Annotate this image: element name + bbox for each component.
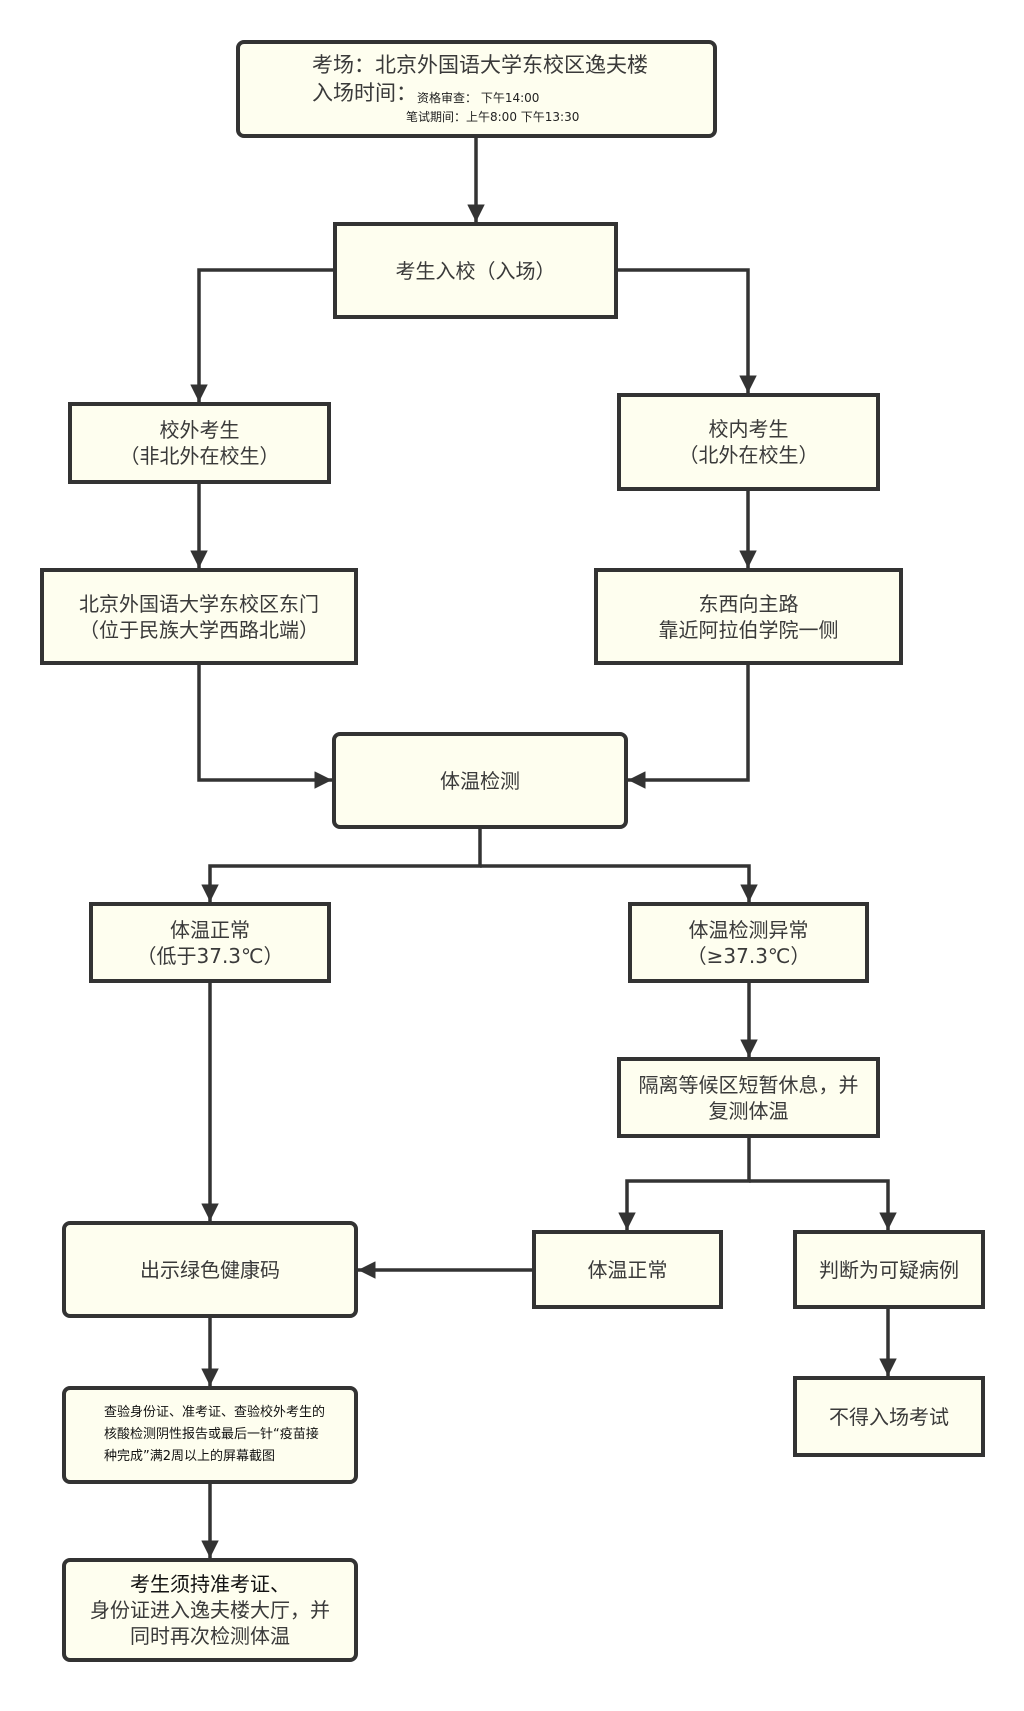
node-temperature-abnormal: 体温检测异常 （≥37.3℃） [628, 902, 869, 983]
node-suspected-case: 判断为可疑病例 [793, 1230, 985, 1309]
edge-isolation-to-suspected [749, 1179, 897, 1230]
node-final-entry: 考生须持准考证、 身份证进入逸夫楼大厅，并 同时再次检测体温 [62, 1558, 358, 1662]
node-text: 不得入场考试 [829, 1404, 949, 1429]
node-text: 身份证进入逸夫楼大厅，并 [90, 1598, 330, 1622]
node-text: 考生入校（入场） [395, 258, 556, 283]
node-exam-venue: 考场：北京外国语大学东校区逸夫楼 入场时间： 资格审查： 下午14:00 笔试期… [236, 40, 717, 138]
node-text: （北外在校生） [678, 443, 819, 467]
node-text: 东西向主路 [698, 591, 799, 616]
exam-period-time: 笔试期间：上午8:00 下午13:30 [406, 110, 580, 124]
node-text: （低于37.3℃） [136, 943, 284, 968]
node-internal-candidates: 校内考生 （北外在校生） [617, 393, 880, 491]
node-show-health-code: 出示绿色健康码 [62, 1221, 358, 1318]
node-text: 体温正常 [587, 1257, 668, 1282]
node-isolation-retest: 隔离等候区短暂休息，并 复测体温 [617, 1057, 880, 1138]
node-text: （非北外在校生） [119, 444, 280, 468]
node-text: 同时再次检测体温 [130, 1624, 290, 1648]
node-temperature-check: 体温检测 [332, 732, 628, 829]
edge-tempcheck-to-normal [201, 829, 482, 902]
node-entry-denied: 不得入场考试 [793, 1376, 985, 1457]
node-text: 核酸检测阴性报告或最后一针“疫苗接 [104, 1427, 319, 1442]
qualification-time: 资格审查： 下午14:00 [417, 91, 540, 105]
node-retest-normal: 体温正常 [532, 1230, 723, 1309]
node-main-road: 东西向主路 靠近阿拉伯学院一侧 [594, 568, 903, 665]
edge-enter-to-external [190, 268, 333, 402]
node-text: （≥37.3℃） [686, 943, 811, 968]
node-text: 考生须持准考证、 [130, 1572, 290, 1596]
node-text: 查验身份证、准考证、查验校外考生的 [104, 1405, 326, 1420]
node-verify-documents: 查验身份证、准考证、查验校外考生的 核酸检测阴性报告或最后一针“疫苗接 种完成”… [62, 1386, 358, 1484]
node-external-candidates: 校外考生 （非北外在校生） [68, 402, 331, 484]
node-text: 靠近阿拉伯学院一侧 [658, 617, 839, 642]
edge-mainroad-to-tempcheck [628, 665, 750, 789]
node-east-gate: 北京外国语大学东校区东门 （位于民族大学西路北端） [40, 568, 358, 665]
node-text: 体温检测异常 [688, 917, 809, 942]
node-text: （位于民族大学西路北端） [79, 617, 319, 642]
node-text: 复测体温 [708, 1098, 789, 1123]
node-text: 判断为可疑病例 [819, 1257, 959, 1282]
venue-text: 考场：北京外国语大学东校区逸夫楼 [312, 53, 648, 77]
node-text: 北京外国语大学东校区东门 [79, 591, 319, 616]
edge-enter-to-internal [618, 268, 757, 393]
entry-time-label: 入场时间： [312, 81, 417, 105]
node-text: 体温正常 [170, 917, 250, 942]
node-text: 校外考生 [159, 418, 240, 442]
edge-eastgate-to-tempcheck [197, 665, 332, 789]
node-text: 体温检测 [440, 768, 520, 793]
node-text: 校内考生 [708, 417, 789, 441]
node-text: 种完成”满2周以上的屏幕截图 [104, 1449, 276, 1464]
node-text: 出示绿色健康码 [140, 1257, 280, 1282]
edge-isolation-to-retest [618, 1138, 751, 1230]
node-enter-campus: 考生入校（入场） [333, 222, 618, 319]
edge-tempcheck-to-abnormal [480, 864, 758, 902]
node-text: 隔离等候区短暂休息，并 [638, 1072, 859, 1097]
node-temperature-normal: 体温正常 （低于37.3℃） [89, 902, 331, 983]
